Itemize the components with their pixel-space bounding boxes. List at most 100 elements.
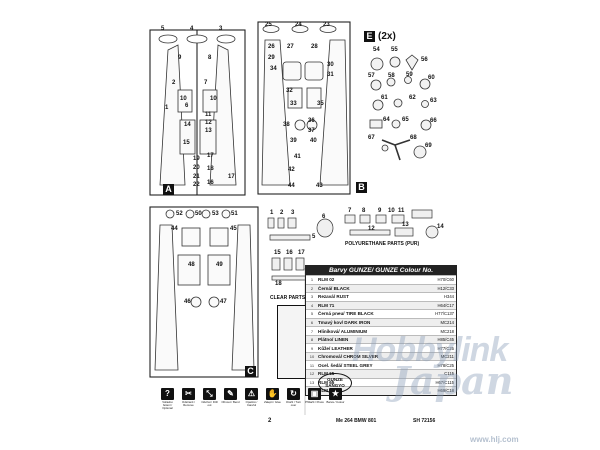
colour-row-code: H67/C115: [435, 379, 454, 385]
colour-row-name: Chromová/ CHROM SILVER: [318, 354, 379, 360]
gunze-logo-line2: SANGYO: [325, 383, 345, 388]
polyurethane-parts-title: POLYURETHANE PARTS (PUR): [345, 241, 420, 247]
colour-row-number: 6: [310, 320, 314, 325]
part-number: 10: [180, 96, 187, 102]
colour-row-number: 10: [309, 354, 315, 360]
part-number: 3: [291, 210, 295, 216]
part-number: 2: [172, 80, 176, 86]
colour-row-name: RLM 02: [318, 277, 335, 283]
part-number: 14: [437, 224, 444, 230]
part-number: 15: [183, 140, 190, 146]
legend-symbol-icon: ⚠: [245, 388, 258, 400]
part-number: 38: [283, 122, 290, 128]
colour-table-title: Barvy GUNZE/ GUNZE Colour No.: [306, 266, 456, 275]
part-number: 13: [205, 128, 212, 134]
part-number: 16: [207, 180, 214, 186]
part-number: 44: [288, 183, 295, 189]
gear-parts: [271, 257, 307, 281]
colour-row-number: 12: [309, 371, 315, 377]
colour-row-number: 5: [310, 311, 314, 317]
part-number: 14: [184, 122, 191, 128]
colour-row-code: H69/C18: [437, 388, 454, 394]
part-number: 52: [176, 211, 183, 217]
colour-row-number: 8: [310, 337, 314, 343]
part-number: 3: [219, 26, 223, 32]
legend-symbol-icon: ⤡: [203, 388, 216, 400]
legend-item: ⤡Odvrtat / Drill out: [200, 388, 219, 411]
part-number: 26: [268, 44, 275, 50]
sprue-e-parts: [369, 54, 432, 161]
part-number: 8: [208, 55, 212, 61]
symbol-legend: ?Volitelné řešení / Optional✂Odstranit /…: [158, 388, 345, 411]
sprue-b-label: B: [356, 182, 367, 193]
part-number: 25: [265, 22, 272, 28]
legend-symbol-icon: ★: [329, 388, 342, 400]
part-number: 41: [294, 154, 301, 160]
part-number: 30: [327, 62, 334, 68]
legend-label: Odvrtat / Drill out: [201, 400, 218, 408]
part-number: 18: [207, 166, 214, 172]
part-number: 61: [381, 95, 388, 101]
clear-parts-title: CLEAR PARTS (CP): [270, 295, 317, 301]
part-number: 28: [311, 44, 318, 50]
part-number: 49: [216, 262, 223, 268]
part-number: 39: [290, 138, 297, 144]
part-number: 20: [193, 165, 200, 171]
part-number: 33: [290, 101, 297, 107]
legend-symbol-icon: ↻: [287, 388, 300, 400]
legend-label: Otočit / Turn over: [285, 400, 302, 408]
part-number: 12: [205, 120, 212, 126]
colour-row-code: H78/C25: [437, 362, 454, 368]
part-number: 24: [295, 22, 302, 28]
part-number: 50: [195, 211, 202, 217]
colour-row-code: H77/C137: [435, 311, 454, 317]
part-number: 8: [362, 208, 366, 214]
part-number: 63: [430, 98, 437, 104]
part-number: 56: [421, 57, 428, 63]
sprue-a-canopy-row: [158, 34, 236, 44]
sprue-a-label: A: [163, 184, 174, 195]
legend-item: ✂Odstranit / Remove: [179, 388, 198, 411]
part-number: 2: [280, 210, 284, 216]
colour-row-code: H344: [443, 294, 454, 300]
part-number: 5: [161, 26, 165, 32]
colour-row-number: 2: [310, 285, 314, 291]
sprue-c-parts: [154, 209, 255, 371]
legend-label: Přitlačit / Press: [305, 400, 324, 404]
colour-row-number: 11: [309, 362, 315, 368]
legend-item: ★Barva / Colour: [326, 388, 345, 411]
part-number: 15: [274, 250, 281, 256]
part-number: 34: [270, 66, 277, 72]
part-number: 7: [348, 208, 352, 214]
part-number: 67: [368, 135, 375, 141]
colour-row-name: Černá pneu/ TIRE BLACK: [318, 311, 374, 317]
part-number: 47: [220, 299, 227, 305]
part-number: 45: [230, 226, 237, 232]
colour-row-code: H85/C45: [437, 337, 454, 343]
part-number: 46: [184, 299, 191, 305]
legend-item: ✎Ohnout / Bend: [221, 388, 240, 411]
part-number: 66: [430, 118, 437, 124]
colour-row-name: Plátno/ LINEN: [318, 337, 349, 343]
colour-row-code: MC211: [440, 354, 454, 360]
part-number: 43: [316, 183, 323, 189]
part-number: 1: [270, 210, 274, 216]
part-number: 17: [228, 174, 235, 180]
watermark-text: Hobbylink: [352, 331, 508, 369]
part-number: 13: [402, 222, 409, 228]
part-number: 32: [286, 88, 293, 94]
colour-row-name: Ocel. šedá/ STEEL GREY: [318, 362, 373, 368]
colour-row-name: Kůže/ LEATHER: [318, 345, 353, 351]
colour-row-number: 13: [309, 379, 315, 385]
watermark-subtext: Japan: [392, 358, 514, 403]
legend-symbol-icon: ✎: [224, 388, 237, 400]
sprue-b-parts: [261, 25, 349, 186]
part-number: 64: [383, 117, 390, 123]
